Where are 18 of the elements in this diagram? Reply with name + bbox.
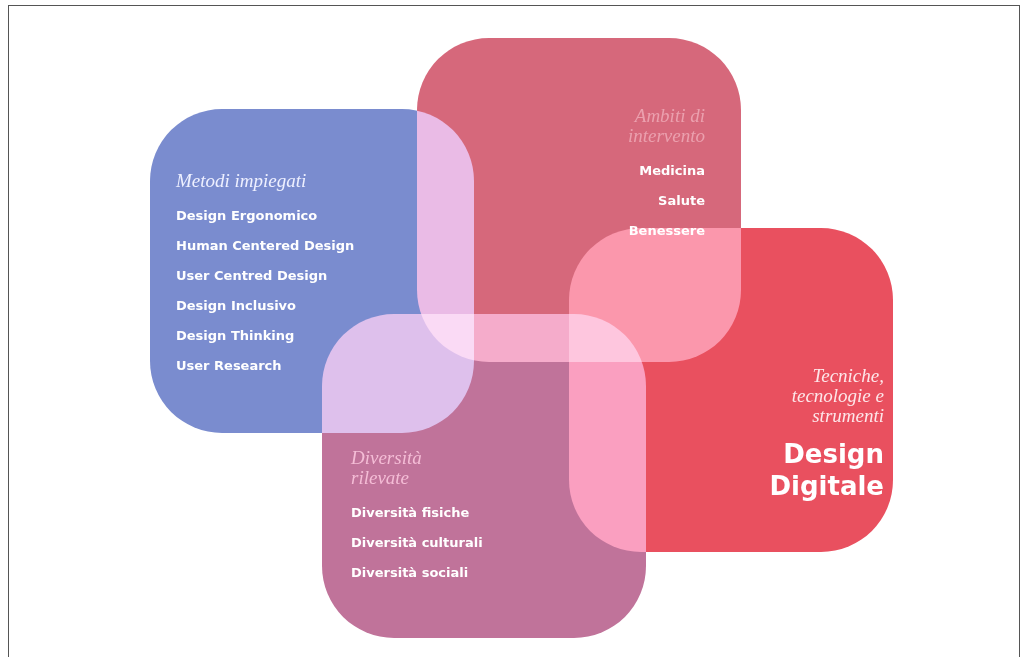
list-item: Diversità culturali bbox=[351, 534, 483, 552]
highlight-text: Design Digitale bbox=[768, 438, 884, 502]
list-item: Design Inclusivo bbox=[176, 297, 296, 315]
section-heading: Tecniche, tecnologie e strumenti bbox=[790, 366, 884, 426]
list-item: User Research bbox=[176, 357, 282, 375]
section-heading: Ambiti di intervento bbox=[626, 106, 705, 146]
section-heading: Diversità rilevate bbox=[351, 448, 423, 488]
list-item: Design Ergonomico bbox=[176, 207, 318, 225]
list-item: Benessere bbox=[628, 222, 705, 240]
list-item: Medicina bbox=[639, 162, 705, 180]
list-item: Diversità sociali bbox=[351, 564, 469, 582]
list-item: Design Thinking bbox=[176, 327, 295, 345]
list-item: Salute bbox=[658, 192, 705, 210]
list-item: Diversità fisiche bbox=[351, 504, 470, 522]
section-heading: Metodi impiegati bbox=[176, 171, 308, 191]
rounded-square bbox=[322, 314, 646, 638]
list-item: User Centred Design bbox=[176, 267, 328, 285]
list-item: Human Centered Design bbox=[176, 237, 355, 255]
